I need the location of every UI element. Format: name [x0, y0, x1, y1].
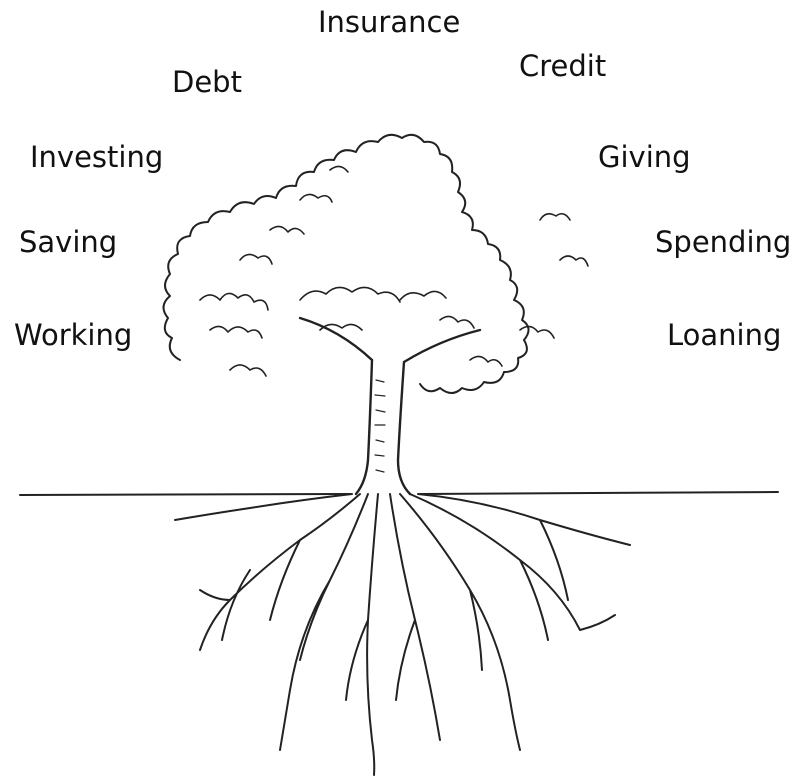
- label-insurance: Insurance: [318, 5, 461, 39]
- trunk-texture: [374, 379, 386, 473]
- label-giving: Giving: [598, 140, 691, 174]
- label-credit: Credit: [519, 49, 607, 83]
- label-investing: Investing: [30, 140, 164, 174]
- label-loaning: Loaning: [667, 318, 782, 352]
- tree-trunk: [298, 316, 482, 496]
- label-debt: Debt: [172, 65, 242, 99]
- tree-canopy: [162, 133, 530, 394]
- label-working: Working: [14, 318, 133, 352]
- canopy-scribbles: [199, 165, 589, 377]
- label-spending: Spending: [655, 225, 792, 259]
- tree-roots: [174, 493, 631, 776]
- label-saving: Saving: [19, 225, 118, 259]
- ground-line: [19, 491, 779, 496]
